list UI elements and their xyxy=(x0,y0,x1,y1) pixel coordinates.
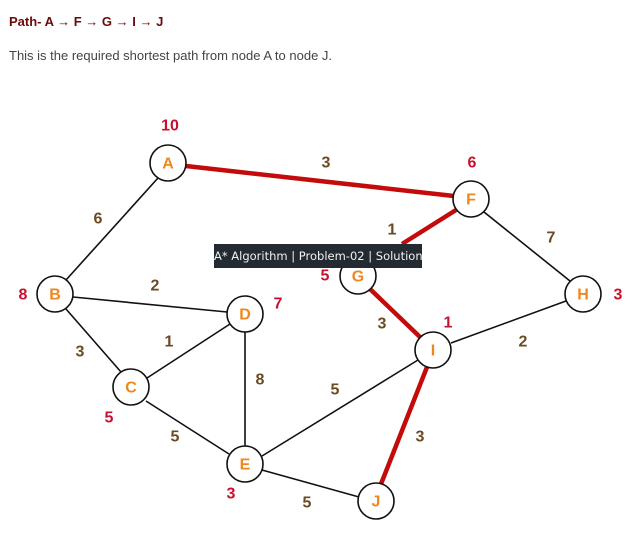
node-f-heuristic: 6 xyxy=(468,155,477,172)
weight-d-e: 8 xyxy=(256,372,265,389)
edge-g-i xyxy=(368,287,422,339)
node-c-heuristic: 5 xyxy=(105,410,114,427)
node-f: F 6 xyxy=(452,155,490,218)
weight-f-g: 1 xyxy=(388,222,397,239)
edge-i-j xyxy=(378,366,430,485)
edge-f-g xyxy=(400,208,458,246)
weight-c-e: 5 xyxy=(171,429,180,446)
title-tooltip: A* Algorithm | Problem-02 | Solution xyxy=(214,244,423,268)
edge-a-f xyxy=(185,163,455,199)
node-a: A 10 xyxy=(149,118,187,182)
node-e-label: E xyxy=(240,457,251,474)
node-i: I 1 xyxy=(414,315,453,369)
node-i-label: I xyxy=(431,343,435,360)
node-a-heuristic: 10 xyxy=(161,118,179,135)
node-d-label: D xyxy=(239,307,251,324)
node-i-heuristic: 1 xyxy=(444,315,453,332)
node-d-heuristic: 7 xyxy=(274,296,283,313)
weight-g-i: 3 xyxy=(378,316,387,333)
node-b-heuristic: 8 xyxy=(19,287,28,304)
node-e: E 3 xyxy=(226,445,264,503)
node-j-label: J xyxy=(372,494,381,511)
weight-i-j: 3 xyxy=(416,429,425,446)
node-j: J xyxy=(357,482,395,520)
edge-c-e xyxy=(145,400,230,455)
weight-b-d: 2 xyxy=(151,278,160,295)
node-c: C 5 xyxy=(105,368,150,427)
node-a-label: A xyxy=(162,156,174,173)
edge-f-h xyxy=(483,211,571,282)
edge-e-i xyxy=(261,359,419,457)
edge-b-d xyxy=(72,296,228,313)
node-b-label: B xyxy=(49,287,61,304)
weight-b-c: 3 xyxy=(76,344,85,361)
edge-b-c xyxy=(65,308,122,373)
weight-a-f: 3 xyxy=(322,155,331,172)
node-h-label: H xyxy=(577,287,589,304)
edge-i-h xyxy=(450,300,567,344)
weight-c-d: 1 xyxy=(165,334,174,351)
node-g-label: G xyxy=(352,269,364,286)
node-c-label: C xyxy=(125,380,137,397)
node-e-heuristic: 3 xyxy=(227,486,236,503)
node-h-heuristic: 3 xyxy=(614,287,623,304)
path-description: This is the required shortest path from … xyxy=(9,48,333,63)
weight-e-j: 5 xyxy=(303,495,312,512)
node-f-label: F xyxy=(466,192,476,209)
edge-a-b xyxy=(65,177,159,281)
path-heading: Path- A → F → G → I → J xyxy=(9,14,164,29)
edge-c-d xyxy=(146,323,231,379)
weight-i-h: 2 xyxy=(519,334,528,351)
node-h: H 3 xyxy=(564,275,623,313)
weight-e-i: 5 xyxy=(331,382,340,399)
edge-e-j xyxy=(261,469,360,498)
node-g-heuristic: 5 xyxy=(321,268,330,285)
node-d: D 7 xyxy=(226,295,283,333)
node-b: B 8 xyxy=(19,275,74,313)
weight-a-b: 6 xyxy=(94,211,103,228)
weight-f-h: 7 xyxy=(547,230,556,247)
